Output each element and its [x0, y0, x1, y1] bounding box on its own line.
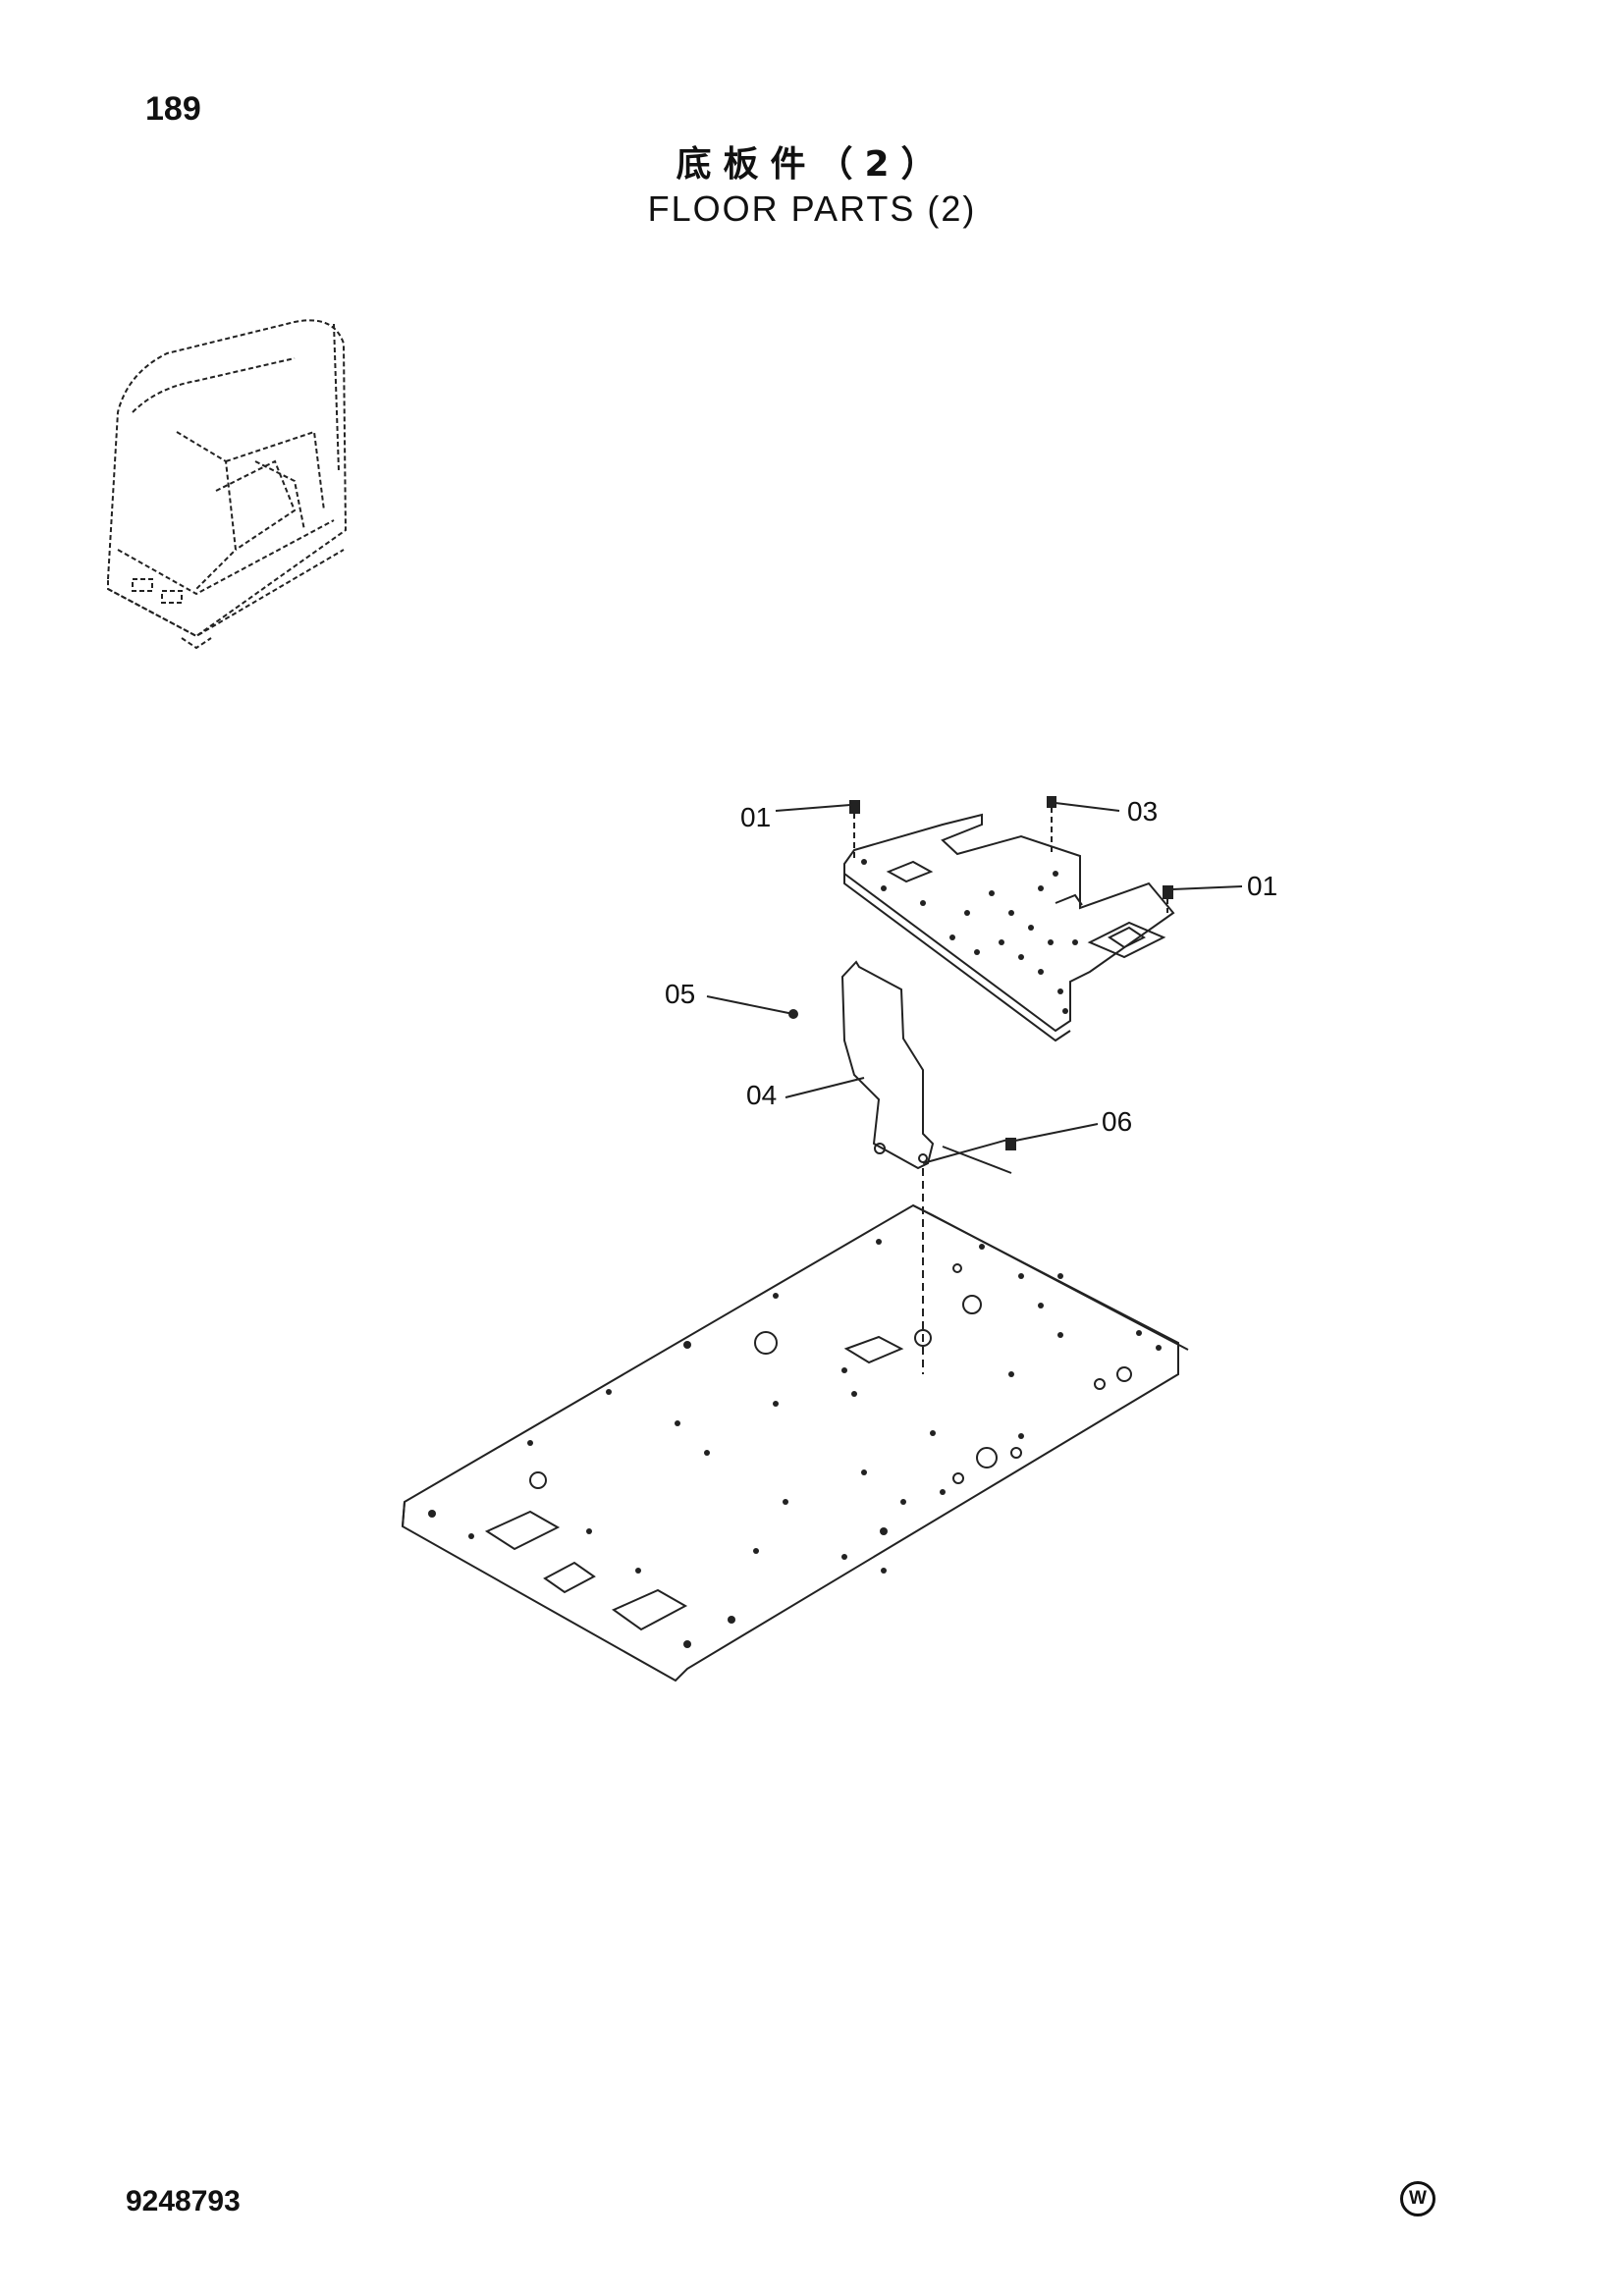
- bracket-tab-line: [922, 1138, 1012, 1164]
- upper-floor-plate: [843, 813, 1175, 1042]
- callout-04: 04: [746, 1080, 777, 1110]
- upper-plate-holes: [861, 859, 1078, 1014]
- leader-04: [785, 1077, 865, 1098]
- leader-03: [1055, 802, 1120, 812]
- leader-05: [706, 995, 794, 1015]
- title-english: FLOOR PARTS (2): [647, 188, 977, 229]
- bracket-tab-line-2: [942, 1146, 1012, 1174]
- bolt-03: [1047, 796, 1056, 854]
- leader-01-right: [1171, 885, 1243, 890]
- page-number: 189: [145, 90, 201, 128]
- main-plate-holes: [529, 1263, 1132, 1489]
- bolt-01-left: [849, 800, 860, 862]
- main-floor-plate: [401, 1203, 1189, 1682]
- leader-01-left: [775, 804, 851, 812]
- bolt-01-right: [1163, 885, 1173, 913]
- main-plate-dots: [428, 1239, 1162, 1648]
- callout-01-right: 01: [1247, 871, 1277, 901]
- cab-thumbnail: [107, 319, 348, 650]
- part-code: 9248793: [126, 2185, 241, 2217]
- callout-05: 05: [665, 979, 695, 1009]
- bolt-06: [1005, 1138, 1016, 1150]
- bracket-04: [840, 960, 935, 1170]
- callout-01-left: 01: [740, 802, 771, 832]
- callout-03: 03: [1127, 796, 1158, 827]
- brand-mark: W: [1400, 2181, 1435, 2216]
- title-chinese: 底板件（2）: [676, 144, 948, 185]
- leader-06: [1014, 1123, 1099, 1142]
- callout-06: 06: [1102, 1106, 1132, 1137]
